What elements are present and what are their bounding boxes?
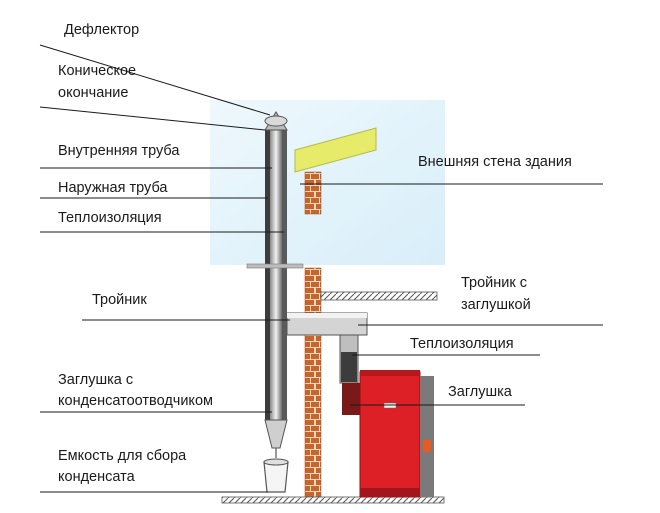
label-outer-pipe: Наружная труба (58, 180, 168, 196)
label-tee: Тройник (92, 292, 147, 308)
label-insulation-left: Теплоизоляция (58, 210, 162, 226)
boiler-side (420, 376, 434, 497)
ceiling-slab (320, 291, 438, 301)
connector-insulation (341, 352, 357, 382)
roof-panel (294, 127, 377, 173)
label-conical-line2: окончание (58, 85, 128, 101)
leader-deflector (39, 44, 271, 116)
label-conical-line1: Коническое (58, 63, 136, 79)
floor-slab (221, 496, 445, 504)
label-plug-drain-line1: Заглушка с (58, 372, 133, 388)
label-outer-wall: Внешняя стена здания (418, 154, 572, 170)
inner-pipe (270, 130, 282, 420)
label-insulation-right: Теплоизоляция (410, 336, 514, 352)
leader-conical (39, 106, 266, 131)
pipe-clamp (246, 263, 304, 269)
condensate-drain-cone (264, 419, 288, 449)
label-tee-plug-line1: Тройник с (461, 275, 527, 291)
boiler-base (360, 488, 420, 497)
deflector-top (264, 115, 288, 127)
label-inner-pipe: Внутренняя труба (58, 143, 180, 159)
label-deflector: Дефлектор (64, 22, 139, 38)
label-tank-line2: конденсата (58, 469, 136, 485)
label-tee-plug-line2: заглушкой (461, 297, 531, 313)
sky-background (210, 100, 445, 265)
condensate-tank-rim (263, 458, 289, 466)
brick-wall-lower (304, 267, 322, 499)
condensate-tank (263, 461, 289, 493)
label-tank-line1: Емкость для сбора (58, 448, 187, 464)
pipe-insulation-strip (282, 130, 287, 420)
boiler-side-knob (423, 440, 431, 452)
boiler-top (360, 370, 420, 376)
tee-branch-shade (287, 313, 367, 318)
brick-wall-upper (304, 171, 322, 215)
label-plug-drain-line2: конденсатоотводчиком (58, 393, 213, 409)
boiler-flue-collar (342, 383, 362, 415)
label-plug: Заглушка (448, 384, 513, 400)
boiler-body (359, 371, 421, 498)
